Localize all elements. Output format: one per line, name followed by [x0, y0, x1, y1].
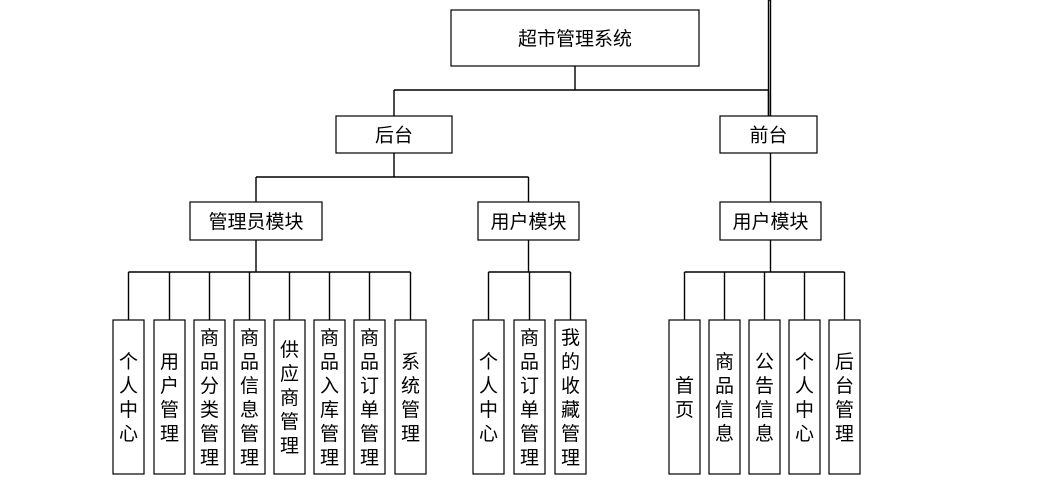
- node-root: 超市管理系统: [450, 9, 700, 67]
- node-label: 商品订单管理: [520, 327, 539, 469]
- node-admin-6: 商品入库管理: [313, 319, 346, 475]
- node-box: [233, 319, 266, 475]
- node-label: 后台管理: [835, 351, 854, 445]
- node-label: 商品入库管理: [320, 327, 339, 469]
- node-front-2: 商品信息: [708, 319, 741, 475]
- node-admin-8: 系统管理: [394, 319, 427, 475]
- node-user-front: 用户模块: [719, 201, 822, 241]
- node-label: 商品信息管理: [240, 327, 259, 469]
- node-frontend: 前台: [719, 115, 818, 154]
- node-label: 个人中心: [119, 351, 138, 445]
- node-box: [719, 115, 818, 154]
- node-box: [472, 319, 505, 475]
- node-admin: 管理员模块: [189, 201, 323, 241]
- node-front-4: 个人中心: [788, 319, 821, 475]
- node-label: 公告信息: [755, 351, 774, 445]
- node-front-5: 后台管理: [828, 319, 861, 475]
- node-label: 用户模块: [490, 211, 566, 233]
- node-box: [450, 9, 700, 67]
- node-admin-1: 个人中心: [112, 319, 145, 475]
- node-box: [513, 319, 546, 475]
- node-user-back: 用户模块: [477, 201, 580, 241]
- node-admin-5: 供应商管理: [273, 319, 306, 475]
- node-label: 管理员模块: [208, 211, 303, 233]
- node-label: 个人中心: [479, 351, 498, 445]
- node-box: [353, 319, 386, 475]
- node-admin-2: 用户管理: [153, 319, 186, 475]
- node-label: 后台: [375, 125, 413, 147]
- node-box: [554, 319, 587, 475]
- connector-lines: [127, 0, 846, 320]
- node-backend: 后台: [335, 115, 453, 154]
- node-box: [708, 319, 741, 475]
- node-label: 用户管理: [160, 351, 179, 445]
- node-front-1: 首页: [668, 319, 701, 475]
- node-box: [273, 319, 306, 475]
- node-label: 系统管理: [401, 351, 420, 445]
- node-box: [828, 319, 861, 475]
- node-label: 商品订单管理: [360, 327, 379, 469]
- node-label: 首页: [675, 375, 694, 421]
- node-box: [193, 319, 226, 475]
- node-box: [477, 201, 580, 241]
- node-box: [394, 319, 427, 475]
- node-label: 前台: [749, 125, 787, 147]
- node-admin-7: 商品订单管理: [353, 319, 386, 475]
- node-box: [788, 319, 821, 475]
- node-box: [189, 201, 323, 241]
- node-user-back-1: 个人中心: [472, 319, 505, 475]
- node-label: 供应商管理: [280, 339, 299, 457]
- node-admin-3: 商品分类管理: [193, 319, 226, 475]
- node-box: [668, 319, 701, 475]
- node-box: [335, 115, 453, 154]
- node-user-back-3: 我的收藏管理: [554, 319, 587, 475]
- node-box: [153, 319, 186, 475]
- node-box: [748, 319, 781, 475]
- node-front-3: 公告信息: [748, 319, 781, 475]
- node-label: 个人中心: [795, 351, 814, 445]
- node-box: [719, 201, 822, 241]
- node-admin-4: 商品信息管理: [233, 319, 266, 475]
- node-label: 我的收藏管理: [561, 327, 580, 469]
- node-label: 商品信息: [715, 351, 734, 445]
- node-user-back-2: 商品订单管理: [513, 319, 546, 475]
- node-label: 商品分类管理: [200, 327, 219, 469]
- node-label: 超市管理系统: [518, 28, 632, 50]
- node-box: [112, 319, 145, 475]
- node-label: 用户模块: [732, 211, 808, 233]
- node-box: [313, 319, 346, 475]
